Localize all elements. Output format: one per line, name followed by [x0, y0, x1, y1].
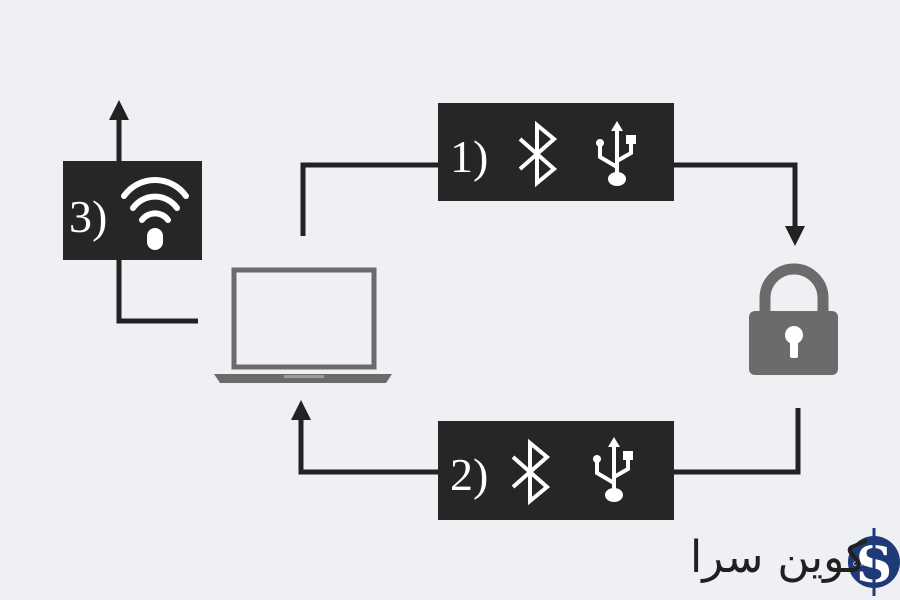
connector-lines — [109, 100, 805, 475]
connector-lock-to-step2 — [672, 408, 801, 475]
connector-step2-to-laptop — [291, 400, 440, 475]
usb-icon — [593, 437, 633, 502]
logo-caption: COIN — [853, 561, 868, 568]
step-3-label: 3) — [69, 191, 107, 242]
step-2-label: 2) — [450, 449, 488, 500]
padlock-icon — [749, 263, 838, 375]
usb-icon — [596, 121, 636, 186]
connector-laptop-to-step1 — [300, 162, 440, 236]
connector-step1-to-lock — [672, 162, 805, 246]
step-3-box: 3) — [63, 161, 202, 260]
step-1-label: 1) — [450, 131, 488, 182]
laptop-icon — [214, 267, 392, 383]
connector-laptop-to-step3 — [116, 258, 198, 324]
step-1-box: 1) — [438, 103, 674, 201]
watermark-text: کوین سرا — [690, 532, 867, 583]
wifi-icon — [121, 177, 189, 250]
bluetooth-icon — [511, 438, 551, 506]
step-2-box: 2) — [438, 421, 674, 520]
bluetooth-icon — [518, 120, 558, 188]
watermark-logo: S COIN — [848, 528, 900, 596]
